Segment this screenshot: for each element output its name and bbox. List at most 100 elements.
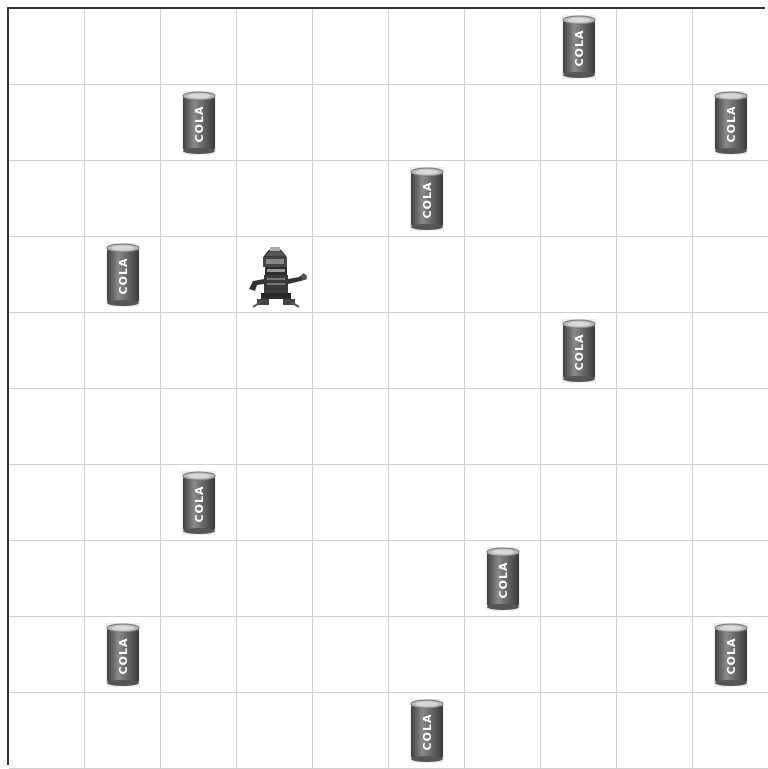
cola-can: COLA	[693, 617, 768, 693]
grid-cell	[237, 9, 313, 85]
grid-cell	[693, 389, 768, 465]
grid-cell	[541, 85, 617, 161]
grid-cell	[313, 85, 389, 161]
grid-cell	[389, 313, 465, 389]
grid-cell	[237, 693, 313, 769]
grid-cell	[541, 465, 617, 541]
grid-cell	[85, 313, 161, 389]
grid-cell	[389, 237, 465, 313]
grid-cell	[237, 85, 313, 161]
grid-cell	[465, 85, 541, 161]
grid-cell	[617, 237, 693, 313]
grid-cell	[313, 237, 389, 313]
grid-cell	[541, 617, 617, 693]
grid-cell	[617, 85, 693, 161]
robot	[237, 237, 313, 313]
grid-cell	[237, 313, 313, 389]
cola-can-icon: COLA	[85, 617, 161, 693]
grid-cell	[465, 313, 541, 389]
grid-cell	[693, 161, 768, 237]
can-label: COLA	[193, 486, 206, 523]
cola-can-icon: COLA	[161, 465, 237, 541]
cola-can: COLA	[541, 9, 617, 85]
cola-can-icon: COLA	[693, 85, 768, 161]
grid-cell	[693, 237, 768, 313]
grid-cell	[313, 313, 389, 389]
grid-cell	[693, 693, 768, 769]
cola-can-icon: COLA	[465, 541, 541, 617]
grid-cell	[465, 617, 541, 693]
grid-cell	[161, 237, 237, 313]
can-label: COLA	[725, 638, 738, 675]
grid-cell	[9, 541, 85, 617]
grid-cell	[9, 161, 85, 237]
grid-cell	[617, 313, 693, 389]
grid-cell	[693, 465, 768, 541]
cola-can-icon: COLA	[389, 161, 465, 237]
can-label: COLA	[421, 714, 434, 751]
grid-cell	[617, 541, 693, 617]
cola-can: COLA	[161, 465, 237, 541]
can-label: COLA	[117, 258, 130, 295]
grid-cell	[313, 161, 389, 237]
grid-cell	[389, 389, 465, 465]
grid-cell	[617, 617, 693, 693]
grid-cell	[617, 9, 693, 85]
cola-can: COLA	[465, 541, 541, 617]
grid-cell	[237, 617, 313, 693]
grid-cell	[617, 161, 693, 237]
grid-cell	[85, 389, 161, 465]
grid-cell	[465, 693, 541, 769]
grid-cell	[9, 237, 85, 313]
grid-cell	[313, 617, 389, 693]
grid-cell	[161, 161, 237, 237]
can-label: COLA	[573, 334, 586, 371]
grid-cell	[161, 541, 237, 617]
cola-can-icon: COLA	[389, 693, 465, 769]
cola-can-icon: COLA	[161, 85, 237, 161]
cola-can: COLA	[389, 161, 465, 237]
grid-cell	[389, 541, 465, 617]
cola-can-icon: COLA	[541, 313, 617, 389]
cola-can: COLA	[389, 693, 465, 769]
grid-cell	[389, 85, 465, 161]
grid-cell	[85, 465, 161, 541]
cola-can-icon: COLA	[85, 237, 161, 313]
grid-cell	[389, 617, 465, 693]
cola-can-icon: COLA	[693, 617, 768, 693]
grid-cell	[85, 161, 161, 237]
grid-cell	[237, 161, 313, 237]
grid-cell	[237, 389, 313, 465]
grid-cell	[9, 617, 85, 693]
can-label: COLA	[421, 182, 434, 219]
cola-can: COLA	[85, 617, 161, 693]
grid-cell	[465, 389, 541, 465]
grid-cell	[693, 9, 768, 85]
cola-can-icon: COLA	[541, 9, 617, 85]
grid-cell	[465, 161, 541, 237]
grid-cell	[389, 465, 465, 541]
grid-cell	[85, 693, 161, 769]
grid-cell	[85, 541, 161, 617]
grid-cell	[313, 693, 389, 769]
grid-cell	[541, 161, 617, 237]
grid-cell	[313, 465, 389, 541]
grid-cell	[617, 465, 693, 541]
grid-cell	[9, 85, 85, 161]
grid-cell	[161, 9, 237, 85]
grid-cell	[9, 9, 85, 85]
grid-cell	[617, 693, 693, 769]
grid-cell	[9, 693, 85, 769]
grid-cell	[465, 237, 541, 313]
can-label: COLA	[573, 30, 586, 67]
cola-can: COLA	[85, 237, 161, 313]
grid-cell	[313, 389, 389, 465]
grid-cell	[85, 9, 161, 85]
grid-cell	[313, 9, 389, 85]
grid-cell	[161, 693, 237, 769]
cola-can: COLA	[693, 85, 768, 161]
game-board: COLA COLA COLA COLA COLA COLA COLA COLA COLA COLA…	[7, 7, 765, 765]
can-label: COLA	[117, 638, 130, 675]
grid-cell	[313, 541, 389, 617]
grid-cell	[541, 237, 617, 313]
